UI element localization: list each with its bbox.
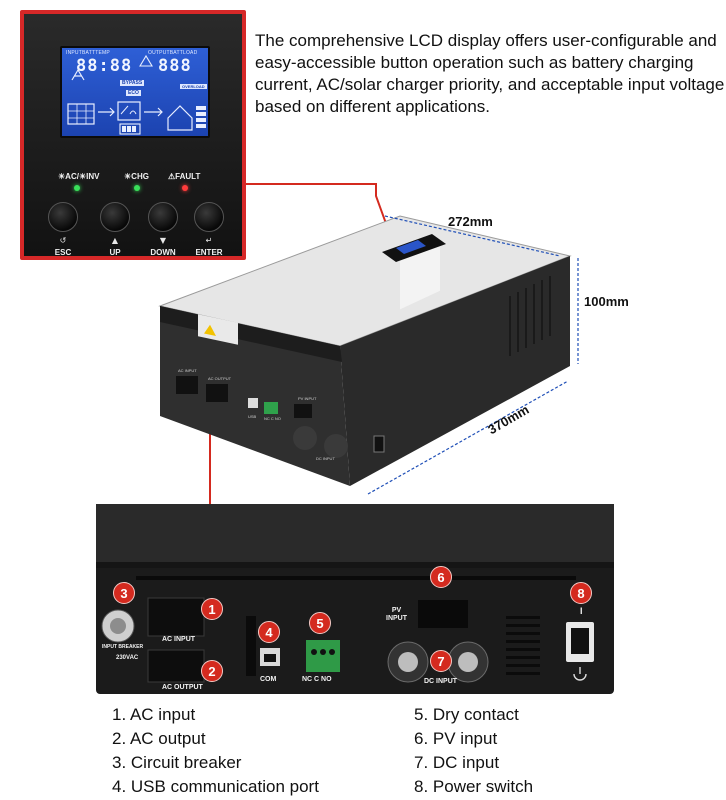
esc-icon: ↺ bbox=[59, 236, 67, 245]
up-label: UP bbox=[109, 248, 121, 257]
indicator-fault-label: ⚠FAULT bbox=[168, 172, 201, 181]
power-icon bbox=[573, 667, 587, 681]
enter-label: ENTER bbox=[195, 248, 223, 257]
lcd-screen: INPUTBATTTEMP OUTPUTBATTLOAD 88:88 888 B… bbox=[60, 46, 210, 138]
fault-led bbox=[182, 185, 188, 191]
back-ac-output-label: AC OUTPUT bbox=[162, 684, 203, 691]
callout-5: 5 bbox=[309, 612, 331, 634]
enter-button[interactable] bbox=[194, 202, 224, 232]
callout-7: 7 bbox=[430, 650, 452, 672]
lcd-tag-overload: OVERLOAD bbox=[180, 84, 207, 89]
flow-arrow-icon bbox=[98, 107, 115, 117]
pv-input-terminal bbox=[418, 600, 468, 628]
indicator-ac-inv-label: ☀AC/☀INV bbox=[58, 172, 100, 181]
up-button[interactable] bbox=[100, 202, 130, 232]
width-dimension: 272mm bbox=[448, 214, 493, 229]
lcd-label-right: OUTPUTBATTLOAD bbox=[148, 50, 198, 56]
legend-item-ac-input: 1. AC input bbox=[112, 705, 196, 724]
flow-arrow-icon bbox=[144, 107, 163, 117]
height-dimension: 100mm bbox=[584, 294, 629, 309]
lcd-tag-bypass: BYPASS bbox=[120, 80, 145, 86]
down-arrow-icon: ▼ bbox=[159, 236, 167, 245]
battery-icon bbox=[119, 123, 141, 135]
ac-output-terminal bbox=[147, 649, 205, 683]
legend-item-pv-input: 6. PV input bbox=[414, 729, 498, 748]
indicator-chg-label: ☀CHG bbox=[124, 172, 149, 181]
legend-item-circuit-breaker: 3. Circuit breaker bbox=[112, 753, 242, 772]
grid-tower-icon bbox=[71, 68, 85, 81]
back-pv-input-label: PV INPUT bbox=[386, 607, 407, 622]
callout-6: 6 bbox=[430, 566, 452, 588]
device-power-switch bbox=[373, 435, 385, 453]
solar-panel-icon bbox=[67, 103, 95, 125]
device-dc-input-label: DC INPUT bbox=[316, 456, 335, 461]
up-arrow-icon: ▲ bbox=[111, 236, 119, 245]
back-panel-photo bbox=[96, 504, 614, 694]
back-dc-input-label: DC INPUT bbox=[424, 678, 458, 685]
legend-item-ac-output: 2. AC output bbox=[112, 729, 206, 748]
inverter-icon bbox=[117, 101, 141, 121]
legend-right-column: 5. Dry contact 6. PV input 7. DC input 8… bbox=[414, 703, 533, 799]
callout-2: 2 bbox=[201, 660, 223, 682]
inverter-product-image: AC INPUT AC OUTPUT USB NC C NO PV INPUT … bbox=[158, 215, 579, 495]
callout-4: 4 bbox=[258, 621, 280, 643]
back-switch-on-mark: I bbox=[580, 606, 583, 616]
back-nc-c-no-label: NC C NO bbox=[302, 676, 332, 683]
back-right-vents bbox=[246, 616, 540, 676]
back-breaker-text: INPUT BREAKER bbox=[102, 644, 144, 650]
device-usb-label: USB bbox=[248, 414, 257, 419]
legend-left-column: 1. AC input 2. AC output 3. Circuit brea… bbox=[112, 703, 319, 799]
lcd-digits-left: 88:88 bbox=[76, 56, 133, 76]
chg-led bbox=[134, 185, 140, 191]
esc-button[interactable] bbox=[48, 202, 78, 232]
callout-1: 1 bbox=[201, 598, 223, 620]
lcd-digits-right: 888 bbox=[158, 56, 192, 76]
legend-item-dc-input: 7. DC input bbox=[414, 753, 500, 772]
legend-item-power-switch: 8. Power switch bbox=[414, 777, 534, 796]
ac-input-terminal bbox=[147, 597, 205, 637]
lcd-tag-eco: ECO bbox=[126, 90, 141, 96]
legend-item-dry-contact: 5. Dry contact bbox=[414, 705, 519, 724]
spec-label-sticker bbox=[400, 240, 440, 310]
device-ac-output-label: AC OUTPUT bbox=[208, 376, 232, 381]
dimension-lines bbox=[367, 215, 579, 495]
device-ac-input-label: AC INPUT bbox=[178, 368, 197, 373]
dry-contact-terminal bbox=[306, 640, 340, 672]
callout-8: 8 bbox=[570, 582, 592, 604]
warning-sticker bbox=[198, 314, 238, 345]
warning-icon bbox=[139, 54, 153, 67]
device-nc-c-no-label: NC C NO bbox=[264, 416, 281, 421]
lcd-label-left: INPUTBATTTEMP bbox=[66, 50, 110, 56]
load-home-icon bbox=[167, 105, 193, 131]
legend-item-usb-port: 4. USB communication port bbox=[112, 777, 319, 796]
feature-description: The comprehensive LCD display offers use… bbox=[255, 31, 725, 116]
esc-label: ESC bbox=[54, 248, 72, 257]
load-level-bars bbox=[196, 106, 206, 128]
down-label: DOWN bbox=[150, 248, 176, 257]
device-right-side bbox=[340, 256, 570, 486]
back-breaker-rating: 230VAC bbox=[116, 655, 139, 661]
back-top-vents bbox=[136, 576, 576, 580]
lcd-control-panel-closeup: INPUTBATTTEMP OUTPUTBATTLOAD 88:88 888 B… bbox=[20, 10, 246, 260]
front-ports bbox=[176, 376, 348, 458]
side-vents bbox=[509, 276, 551, 356]
device-pv-input-label: PV INPUT bbox=[298, 396, 317, 401]
lcd-status-icons bbox=[67, 54, 206, 135]
down-button[interactable] bbox=[148, 202, 178, 232]
callout-3: 3 bbox=[113, 582, 135, 604]
ac-inv-led bbox=[74, 185, 80, 191]
back-ac-input-label: AC INPUT bbox=[162, 636, 196, 643]
back-com-label: COM bbox=[260, 676, 277, 683]
enter-icon: ↵ bbox=[205, 236, 213, 245]
